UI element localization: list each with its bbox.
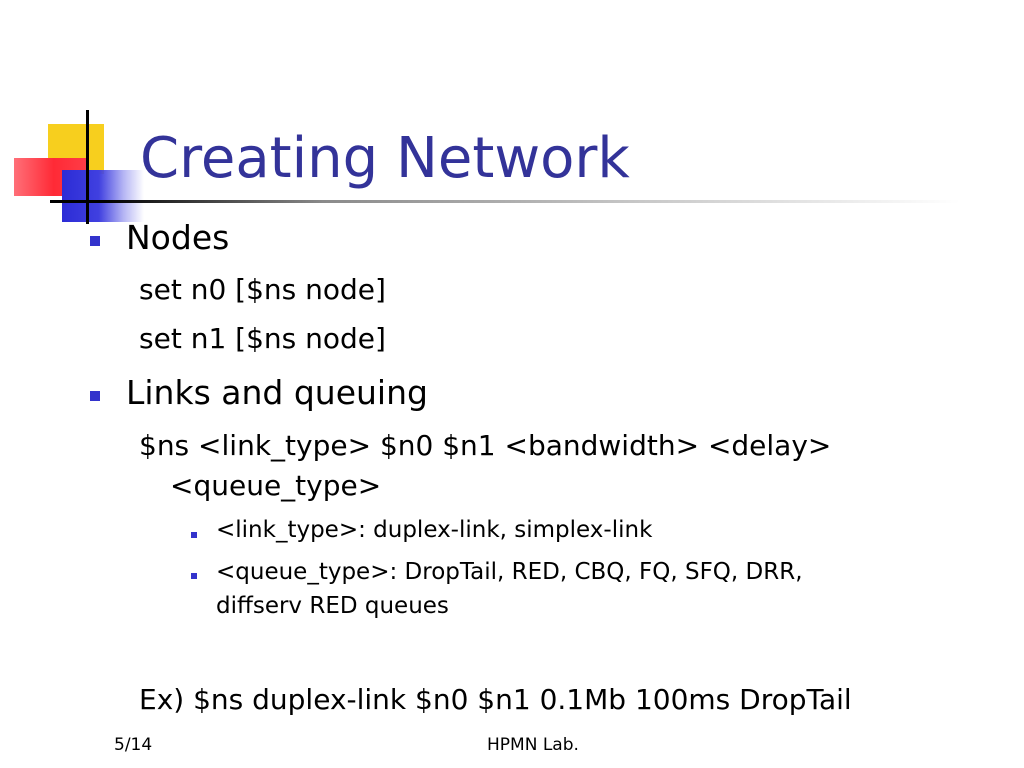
section-heading-links: Links and queuing [126,373,428,412]
section-heading-nodes: Nodes [126,218,230,257]
sub-bullet-icon [191,532,197,538]
page-number: 5/14 [114,735,153,755]
bullet-icon [90,236,100,246]
example-line: Ex) $ns duplex-link $n0 $n1 0.1Mb 100ms … [139,683,852,716]
decorative-vertical-line [86,110,89,224]
code-line: set n0 [$ns node] [139,273,386,306]
bullet-icon [90,391,100,401]
title-underline [50,200,960,203]
subitem-queue-type: <queue_type>: DropTail, RED, CBQ, FQ, SF… [216,559,803,585]
slide-title: Creating Network [140,126,630,191]
decorative-blue-bar [62,170,144,222]
code-line: set n1 [$ns node] [139,322,386,355]
subitem-link-type: <link_type>: duplex-link, simplex-link [216,517,653,543]
sub-bullet-icon [191,573,197,579]
syntax-line: $ns <link_type> $n0 $n1 <bandwidth> <del… [139,429,832,462]
footer-label: HPMN Lab. [487,735,579,755]
subitem-queue-type-continuation: diffserv RED queues [216,593,449,619]
syntax-line-continuation: <queue_type> [170,469,382,502]
